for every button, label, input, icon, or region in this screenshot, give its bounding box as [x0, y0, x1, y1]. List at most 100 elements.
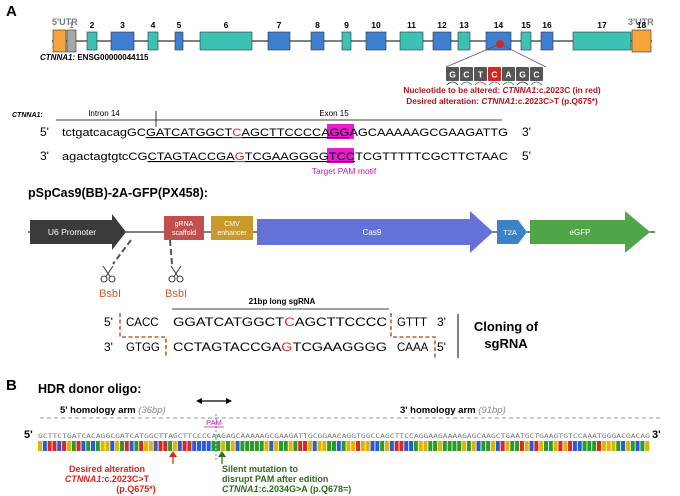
- desired-alteration-line2: CTNNA1:c.2023C>T: [65, 474, 150, 484]
- cloning-label-1: Cloning of: [474, 319, 539, 334]
- base-color-bar: [630, 441, 635, 451]
- base-color-bar: [278, 441, 283, 451]
- base-color-bar: [245, 441, 250, 451]
- overhang-outline-right: [390, 313, 436, 358]
- arrow-head-left: [196, 398, 202, 404]
- exon-block: [457, 31, 471, 51]
- base-color-bar: [42, 441, 47, 451]
- base-color-bar: [115, 441, 120, 451]
- base-color-bar: [148, 441, 153, 451]
- chromatogram-base-label: C: [533, 70, 539, 80]
- exon-number-label: 8: [315, 20, 320, 30]
- base-color-bar: [452, 441, 457, 451]
- exon-number-label: 11: [407, 20, 416, 30]
- chromatogram-peak: [530, 81, 543, 86]
- seq-top-3prime: 3': [522, 125, 531, 139]
- exon-number-label: 12: [437, 20, 447, 30]
- base-color-bar: [375, 441, 380, 451]
- base-color-bar: [264, 441, 269, 451]
- exon-block: [399, 31, 424, 51]
- chromatogram-base-cell: [460, 67, 473, 81]
- exon-block: [310, 31, 325, 51]
- cmv-label-2: enhancer: [217, 230, 247, 237]
- base-color-bar: [201, 441, 206, 451]
- base-color-bar: [360, 441, 365, 451]
- base-color-bar: [510, 441, 515, 451]
- chromatogram-base-cell: [502, 67, 515, 81]
- chromatogram-peak: [516, 81, 529, 86]
- cut-line-1: [112, 239, 132, 265]
- base-color-bar: [635, 441, 640, 451]
- base-color-bar: [423, 441, 428, 451]
- base-color-bar: [524, 441, 529, 451]
- base-color-bar: [433, 441, 438, 451]
- base-color-bar: [66, 441, 71, 451]
- base-color-bar: [119, 441, 124, 451]
- exon-number-label: 9: [344, 20, 349, 30]
- base-color-bar: [481, 441, 486, 451]
- base-color-bar: [192, 441, 197, 451]
- exon-block: [267, 31, 291, 51]
- base-color-bar: [225, 441, 230, 451]
- base-color-bar: [110, 441, 115, 451]
- base-color-bar: [346, 441, 351, 451]
- utr3-block: [631, 29, 652, 53]
- base-color-bar: [577, 441, 582, 451]
- base-color-bar: [144, 441, 149, 451]
- base-color-bar: [543, 441, 548, 451]
- seq-top-5prime: 5': [40, 125, 49, 139]
- sgrna-length-label: 21bp long sgRNA: [249, 297, 316, 306]
- base-color-bar: [437, 441, 442, 451]
- base-color-bar: [418, 441, 423, 451]
- clone-top-3prime: 3': [437, 315, 446, 329]
- base-color-bar: [240, 441, 245, 451]
- base-color-bar: [336, 441, 341, 451]
- base-color-bar: [409, 441, 414, 451]
- base-color-bar: [62, 441, 67, 451]
- clone-bot-3prime: 3': [104, 340, 113, 354]
- base-color-bar: [312, 441, 317, 451]
- pam-label: Target PAM motif: [312, 166, 377, 176]
- base-color-bar: [539, 441, 544, 451]
- chromatogram-base-cell: [516, 67, 529, 81]
- exon-number-label: 15: [521, 20, 531, 30]
- base-color-bar: [563, 441, 568, 451]
- bsbi-label-1: BsbI: [99, 288, 121, 300]
- exon-block: [147, 31, 159, 51]
- cmv-enhancer-box: [211, 216, 253, 240]
- base-color-bar: [139, 441, 144, 451]
- exon-number-label: 1: [69, 20, 74, 30]
- base-color-bar: [274, 441, 279, 451]
- base-color-bar: [645, 441, 650, 451]
- silent-mutation-line2: disrupt PAM after edition: [222, 474, 328, 484]
- base-color-bar: [76, 441, 81, 451]
- arm3-label: 3' homology arm (91bp): [400, 405, 506, 416]
- base-color-bar: [611, 441, 616, 451]
- pam-b-label: PAM: [206, 418, 222, 427]
- bsbi-label-2: BsbI: [165, 288, 187, 300]
- exon-number-label: 16: [542, 20, 552, 30]
- exon-block: [86, 31, 98, 51]
- utr5-block: [52, 29, 67, 53]
- grna-label-1: gRNA: [175, 221, 194, 228]
- utr3-label: 3'UTR: [628, 17, 654, 27]
- exon-number-label: 7: [277, 20, 282, 30]
- gene-id-value: ENSG00000044115: [75, 53, 149, 62]
- chromatogram-peak: [446, 81, 459, 86]
- exon-number-label: 4: [151, 20, 156, 30]
- utr5-label: 5'UTR: [52, 17, 78, 27]
- chromatogram-peak: [488, 81, 501, 86]
- nucleotide-note-line2: Desired alteration: CTNNA1:c.2023C>T (p.…: [406, 96, 598, 106]
- base-color-bar: [303, 441, 308, 451]
- base-color-bar: [500, 441, 505, 451]
- gene-id-name: CTNNA1:: [40, 53, 75, 62]
- base-color-bar: [404, 441, 409, 451]
- base-color-bar: [529, 441, 534, 451]
- cmv-label-1: CMV: [224, 221, 240, 228]
